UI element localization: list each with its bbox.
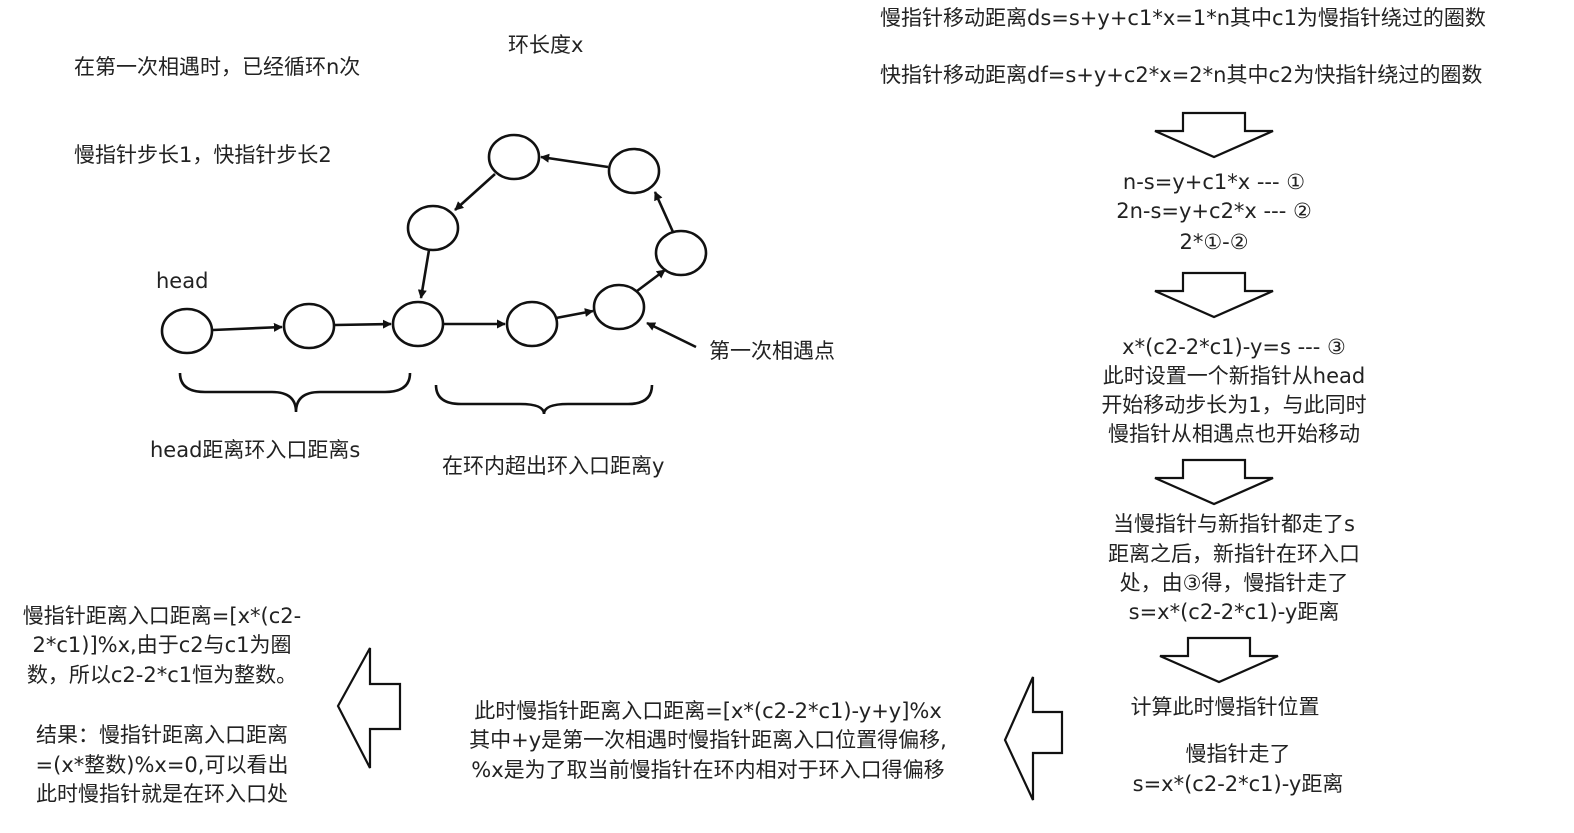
meeting-point-pointer [646,321,697,349]
result-text-2: 2*c1)]%x,由于c2与c1为圈 [32,633,292,657]
down-arrow-2 [1154,271,1274,319]
left-arrow-2 [336,647,402,769]
cycle-node-e [406,204,460,252]
both-walked-text-3: 处，由③得，慢指针走了 [1119,571,1349,595]
arrow-1-2 [212,322,283,332]
slow-offset-formula: 此时慢指针距离入口距离=[x*(c2-2*c1)-y+y]%x [474,699,942,723]
cycle-node-b [654,229,708,277]
new-pointer-text-1: 此时设置一个新指针从head [1102,364,1366,388]
list-node-1 [160,307,214,355]
brace-y [434,384,654,415]
down-arrow-3 [1154,458,1274,506]
slow-offset-note-1: 其中+y是第一次相遇时慢指针距离入口位置得偏移, [469,728,947,752]
equation-3: x*(c2-2*c1)-y=s --- ③ [1122,335,1346,359]
cycle-node-a [505,300,559,348]
brace-s-label: head距离环入口距离s [150,438,361,462]
result-text-4: 结果：慢指针距离入口距离 [36,723,288,747]
both-walked-text-2: 距离之后，新指针在环入口 [1108,542,1360,566]
step-length-note: 慢指针步长1，快指针步长2 [74,143,332,167]
arrow-2-entry [334,319,392,329]
down-arrow-1 [1154,111,1274,159]
brace-s [178,372,412,413]
arrow-e-entry [417,249,431,299]
fast-distance-formula: 快指针移动距离df=s+y+c2*x=2*n其中c2为快指针绕过的圈数 [880,63,1483,87]
result-text-5: =(x*整数)%x=0,可以看出 [35,753,289,777]
both-walked-text-1: 当慢指针与新指针都走了s [1113,512,1355,536]
list-node-2 [282,302,336,350]
slow-offset-note-2: %x是为了取当前慢指针在环内相对于环入口得偏移 [471,758,945,782]
cycle-entry-node [391,300,445,348]
equation-combine: 2*①-② [1179,230,1249,254]
brace-y-label: 在环内超出环入口距离y [442,454,665,478]
slow-walked-text-2: s=x*(c2-2*c1)-y距离 [1132,772,1344,796]
calc-position-text: 计算此时慢指针位置 [1130,695,1320,719]
head-label: head [156,269,209,293]
arrow-c-d [540,153,609,169]
arrow-b-c [653,191,675,233]
left-arrow-1 [1003,676,1064,801]
meeting-point-label: 第一次相遇点 [709,339,835,363]
cycle-node-d [487,133,541,181]
new-pointer-text-3: 慢指针从相遇点也开始移动 [1108,422,1360,446]
cycle-node-c [607,147,661,195]
result-text-6: 此时慢指针就是在环入口处 [36,782,288,806]
equation-2: 2n-s=y+c2*x --- ② [1116,199,1312,223]
slow-distance-formula: 慢指针移动距离ds=s+y+c1*x=1*n其中c1为慢指针绕过的圈数 [880,6,1486,30]
result-text-3: 数，所以c2-2*c1恒为整数。 [26,663,298,687]
cycle-length-label: 环长度x [508,33,584,57]
arrow-meet-b [636,268,666,293]
arrow-d-e [454,173,496,211]
equation-1: n-s=y+c1*x --- ① [1122,170,1306,194]
new-pointer-text-2: 开始移动步长为1，与此同时 [1101,393,1367,417]
meeting-point-node [592,283,646,331]
result-text-1: 慢指针距离入口距离=[x*(c2- [22,604,302,628]
arrow-a-meet [555,308,594,320]
loop-count-note: 在第一次相遇时，已经循环n次 [74,55,361,79]
down-arrow-4 [1159,636,1279,684]
slow-walked-text-1: 慢指针走了 [1185,742,1291,766]
both-walked-text-4: s=x*(c2-2*c1)-y距离 [1128,600,1340,624]
